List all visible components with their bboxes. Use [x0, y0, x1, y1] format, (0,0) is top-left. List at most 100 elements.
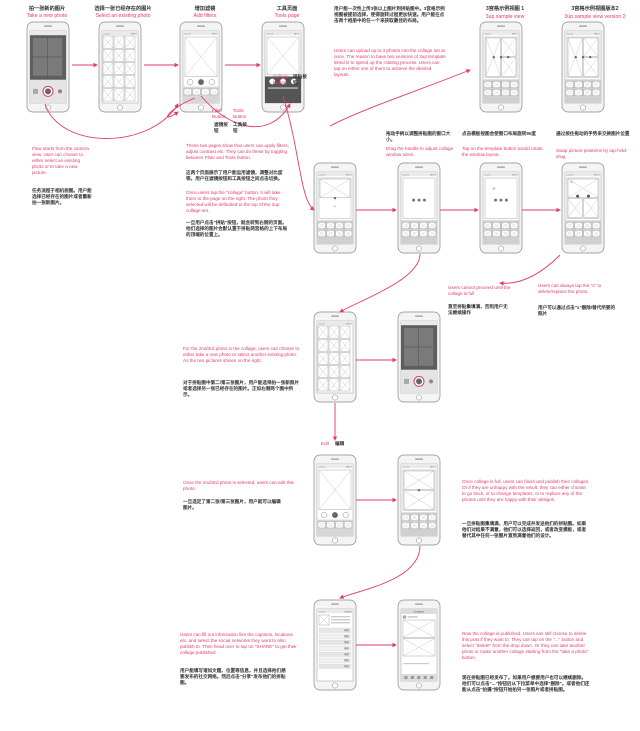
layout-dot[interactable]	[499, 55, 503, 59]
placeholder-cross	[510, 230, 519, 237]
header-next: NEXT	[294, 33, 300, 35]
drag-handle[interactable]	[417, 488, 421, 492]
share-option-row[interactable]	[318, 627, 352, 633]
placeholder-cross	[102, 35, 114, 49]
top-bar	[565, 172, 601, 177]
layout-dot[interactable]	[494, 198, 498, 202]
tool-option-icon[interactable]	[280, 78, 287, 85]
share-toggle[interactable]	[344, 629, 349, 632]
placeholder-cross	[583, 57, 599, 77]
caption-line[interactable]	[331, 622, 350, 624]
caption-line[interactable]	[331, 616, 350, 618]
layout-dot[interactable]	[417, 198, 421, 202]
layout-dot[interactable]	[412, 198, 416, 202]
nav-icon[interactable]	[430, 676, 434, 679]
placeholder-cross	[124, 35, 136, 49]
home-button[interactable]	[332, 537, 338, 544]
layout-dot[interactable]	[507, 55, 510, 59]
share-toggle[interactable]	[344, 635, 349, 638]
flow-arrow	[200, 95, 291, 128]
nav-icon[interactable]	[410, 676, 414, 679]
layout-dot[interactable]	[504, 198, 508, 202]
collage-tool-icon[interactable]	[321, 512, 328, 519]
home-button[interactable]	[498, 245, 504, 252]
share-option-row[interactable]	[318, 645, 352, 651]
layout-dot[interactable]	[581, 55, 585, 59]
placeholder-cross	[592, 89, 601, 96]
nav-icon[interactable]	[423, 676, 427, 679]
note-second-zh: 对于拼贴图中第二/第三张图片，用户能选择拍一张新照片或者选择另一张已经存在的图片…	[183, 380, 300, 397]
swap-handle[interactable]	[586, 194, 590, 198]
filter-tool-icon[interactable]	[197, 79, 205, 86]
share-option-row[interactable]	[318, 651, 352, 657]
placeholder-cross	[492, 89, 501, 96]
tools-tool-icon[interactable]	[208, 79, 215, 86]
placeholder-cross	[326, 521, 335, 529]
layout-dot[interactable]	[492, 55, 495, 59]
flip-camera-icon[interactable]	[58, 89, 62, 94]
home-button[interactable]	[416, 682, 422, 689]
share-option-row[interactable]	[318, 633, 352, 639]
header-cancel: Cancel	[318, 174, 325, 176]
share-toggle[interactable]	[344, 647, 349, 650]
filter-tool-icon[interactable]	[331, 512, 339, 519]
share-option-row[interactable]	[318, 663, 352, 669]
share-toggle[interactable]	[344, 665, 349, 668]
home-button[interactable]	[332, 394, 338, 401]
home-button[interactable]	[580, 245, 586, 252]
drag-handle[interactable]	[333, 196, 337, 200]
home-button[interactable]	[416, 537, 422, 544]
share-option-row[interactable]	[318, 657, 352, 663]
step-take-photo-en: Take a new photo	[26, 13, 68, 19]
placeholder-cross	[102, 88, 114, 102]
phone-speaker	[331, 603, 339, 605]
nav-icon[interactable]	[417, 676, 421, 679]
home-button[interactable]	[332, 245, 338, 252]
gallery-icon[interactable]	[404, 378, 409, 384]
flip-camera-icon[interactable]	[429, 379, 433, 384]
swap-handle[interactable]	[576, 194, 580, 198]
placeholder-cross	[492, 222, 501, 229]
home-button[interactable]	[280, 104, 286, 111]
layout-dot[interactable]	[422, 198, 426, 202]
more-options-button: ...	[431, 658, 434, 662]
placeholder-cross	[102, 75, 114, 88]
layout-dot[interactable]	[589, 55, 592, 59]
header-next: NEXT	[131, 33, 137, 35]
placeholder-cross	[567, 178, 599, 198]
layout-dot[interactable]	[499, 198, 503, 202]
avatar[interactable]	[402, 615, 407, 619]
share-option-row[interactable]	[318, 639, 352, 645]
tool-option-icon[interactable]	[290, 78, 297, 85]
gallery-icon[interactable]	[33, 88, 38, 94]
home-button[interactable]	[580, 104, 586, 111]
label-collage-button-en: Collage Button	[273, 74, 289, 85]
step-add-filters-en: Add filters	[193, 13, 217, 19]
tool-slider[interactable]	[268, 87, 298, 89]
header-cancel: Cancel	[266, 33, 273, 35]
grid-cell	[48, 57, 63, 76]
layout-dot[interactable]	[574, 55, 577, 59]
share-toggle[interactable]	[344, 653, 349, 656]
home-button[interactable]	[498, 104, 504, 111]
share-toggle[interactable]	[344, 659, 349, 662]
tools-tool-icon[interactable]	[342, 512, 349, 519]
placeholder-cross	[317, 339, 329, 352]
home-button[interactable]	[416, 245, 422, 252]
home-button[interactable]	[332, 682, 338, 689]
phone-speaker	[415, 603, 423, 605]
share-toggle[interactable]	[344, 641, 349, 644]
caption-line[interactable]	[331, 619, 350, 621]
note-published-en: Now the collage is published. Users can …	[462, 631, 589, 660]
top-bar	[265, 31, 301, 36]
note-collage-zh: 一旦用户点击"拼贴"按钮，就会转到右侧的页面。他们选择的图片会默认置于拼贴两宫格…	[186, 220, 288, 237]
placeholder-cross	[428, 514, 437, 521]
home-button[interactable]	[117, 104, 123, 111]
home-button[interactable]	[198, 104, 204, 111]
top-bar	[401, 172, 437, 177]
collage-tool-icon[interactable]	[187, 79, 194, 86]
home-button[interactable]	[416, 394, 422, 401]
placeholder-cross	[335, 222, 344, 229]
tool-option-icon[interactable]	[269, 78, 276, 85]
nav-icon[interactable]	[404, 676, 408, 679]
